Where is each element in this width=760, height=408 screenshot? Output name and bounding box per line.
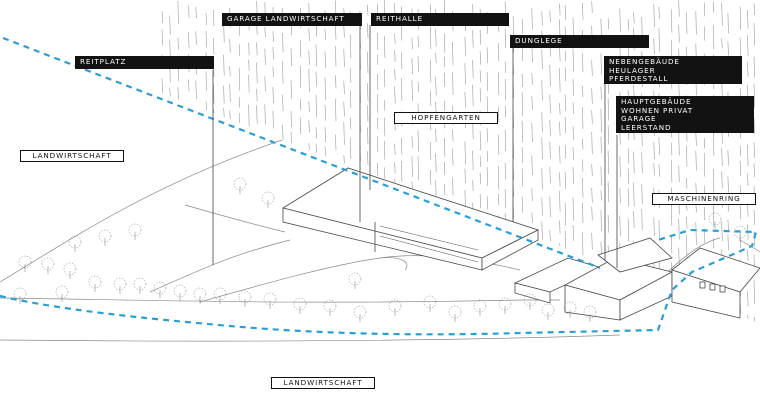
tree: [423, 295, 437, 312]
tree: [523, 293, 537, 310]
tree: [448, 305, 462, 322]
riding-hall-building: [281, 167, 540, 271]
tree: [348, 272, 362, 289]
tree: [541, 303, 555, 320]
tree: [293, 297, 307, 314]
tree: [583, 305, 597, 322]
tree: [498, 297, 512, 314]
label-hopfengarten: HOPFENGARTEN: [394, 112, 498, 124]
tree: [563, 301, 577, 318]
tree: [708, 212, 722, 229]
tree: [473, 299, 487, 316]
label-reitplatz: REITPLATZ: [75, 56, 214, 69]
tree: [18, 255, 32, 272]
label-landwirtschaft-left: LANDWIRTSCHAFT: [20, 150, 124, 162]
tree: [173, 284, 187, 301]
tree: [13, 287, 27, 304]
main-building: [563, 237, 674, 321]
tree: [128, 223, 142, 240]
trees: [13, 177, 747, 322]
label-landwirtschaft-bottom: LANDWIRTSCHAFT: [271, 377, 375, 389]
tree: [133, 277, 147, 294]
tree: [388, 299, 402, 316]
leader-lines: [212, 25, 618, 268]
tree: [233, 177, 247, 194]
machine-shed: [671, 247, 760, 319]
tree: [733, 225, 747, 242]
tree: [213, 287, 227, 304]
tree: [55, 285, 69, 302]
tree: [353, 305, 367, 322]
tree: [238, 290, 252, 307]
tree: [63, 262, 77, 279]
tree: [263, 292, 277, 309]
tree: [261, 191, 275, 208]
label-hauptgebaeude: HAUPTGEBÄUDE WOHNEN PRIVAT GARAGE LEERST…: [616, 96, 754, 133]
tree: [323, 299, 337, 316]
property-boundary: [0, 36, 758, 336]
tree: [68, 235, 82, 252]
tree: [88, 275, 102, 292]
label-nebengebaeude: NEBENGEBÄUDE HEULAGER PFERDESTALL: [604, 56, 742, 84]
label-reithalle: REITHALLE: [371, 13, 509, 26]
tree: [113, 277, 127, 294]
tree: [41, 257, 55, 274]
label-garage-landwirtschaft: GARAGE LANDWIRTSCHAFT: [222, 13, 362, 26]
tree: [98, 229, 112, 246]
label-dunglege: DUNGLEGE: [510, 35, 649, 48]
tree: [193, 287, 207, 304]
tree: [153, 281, 167, 298]
label-maschinenring: MASCHINENRING: [652, 193, 756, 205]
